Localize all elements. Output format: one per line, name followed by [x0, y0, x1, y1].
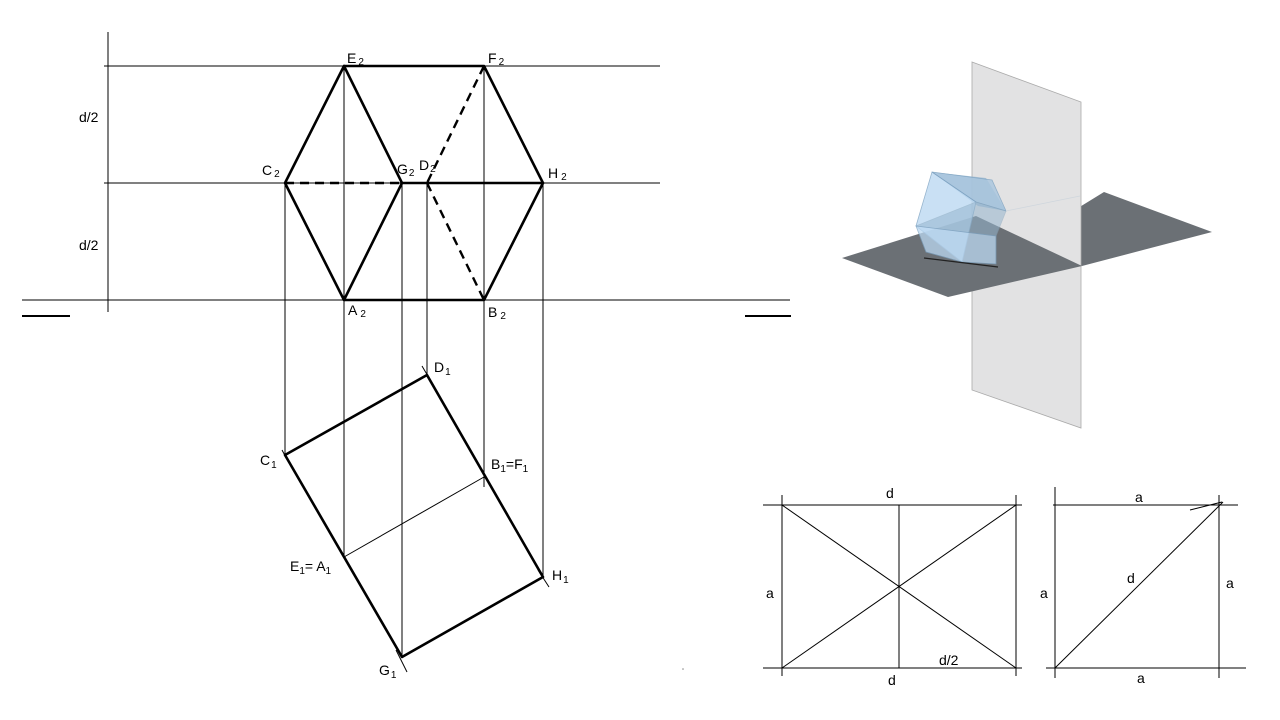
- triangle-label-right: a: [1226, 575, 1234, 591]
- top-view-labels: D1 C1 B1=F1 E1= A1 H1 G1: [260, 359, 569, 681]
- edge-e2-g2: [342, 64, 404, 185]
- square-label-bottom: d: [888, 672, 896, 688]
- projection-lines: [284, 183, 544, 657]
- triangle-diagram: a a a d a: [1040, 487, 1246, 686]
- rectangle-outline: [283, 373, 545, 659]
- square-label-bottom-half: d/2: [939, 652, 959, 668]
- hidden-edge-d2-b2: [425, 182, 486, 301]
- tick-h1: [537, 569, 550, 588]
- label-e1-a1: E1= A1: [290, 558, 332, 577]
- label-d2: D2: [419, 157, 436, 175]
- cube-edge-marker: [923, 257, 999, 268]
- triangle-label-diagonal: d: [1127, 570, 1135, 586]
- square-label-top: d: [886, 485, 894, 501]
- label-d1: D1: [434, 359, 451, 378]
- dimension-label-lower: d/2: [79, 237, 99, 253]
- dimension-label-upper: d/2: [79, 109, 99, 125]
- square-diagram: d a d/2 d: [763, 485, 1022, 688]
- square-label-left: a: [766, 585, 774, 601]
- isometric-illustration: [842, 61, 1212, 429]
- top-view: [281, 365, 550, 673]
- tick-d1: [421, 365, 433, 384]
- tick-g1: [395, 649, 408, 673]
- cube-bottom-face: [915, 225, 997, 265]
- tick-c1: [281, 449, 290, 464]
- hidden-edge-f2-d2: [425, 65, 486, 184]
- triangle-small-tick: [1189, 501, 1223, 511]
- edge-g2-a2: [342, 181, 404, 302]
- stray-dot: [682, 668, 684, 670]
- square-diagonal-2: [781, 504, 1017, 669]
- label-g1: G1: [379, 662, 397, 681]
- triangle-label-top: a: [1135, 489, 1143, 505]
- middle-edge-a1-b1: [343, 476, 485, 558]
- label-h1: H1: [552, 567, 569, 586]
- label-c1: C1: [260, 452, 277, 471]
- label-b1-f1: B1=F1: [491, 456, 529, 475]
- cube-projection-ray: [1005, 195, 1081, 212]
- label-g2: G2: [397, 161, 415, 179]
- triangle-label-bottom: a: [1137, 670, 1145, 686]
- triangle-label-left: a: [1040, 585, 1048, 601]
- triangle-diagonal: [1054, 501, 1224, 669]
